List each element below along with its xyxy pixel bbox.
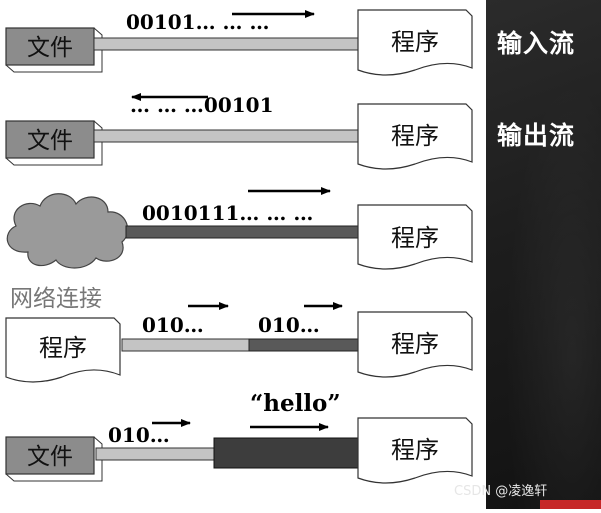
stream-diagram: 文件 00101… … … 程序 文件 … … …00101 程序 — [5, 9, 473, 484]
row-2: 文件 … … …00101 程序 — [5, 93, 473, 170]
stream-pipe — [125, 225, 359, 239]
corner-tab — [540, 500, 601, 509]
file-label: 文件 — [27, 444, 73, 470]
row-4: 程序 010… 010… 程序 — [5, 302, 473, 383]
file-box-shadow — [5, 27, 103, 73]
stream-pipe-segment-a — [95, 447, 215, 461]
file-label: 文件 — [27, 35, 73, 61]
program-label: 程序 — [391, 330, 439, 358]
side-panel — [486, 0, 601, 509]
bit-sequence: 010… — [108, 423, 170, 447]
file-box — [5, 436, 95, 475]
watermark: CSDN @凌逸轩 — [454, 484, 548, 499]
program-label: 程序 — [39, 334, 87, 362]
stream-pipe — [93, 37, 359, 51]
program-label: 程序 — [391, 122, 439, 150]
program-label: 程序 — [391, 224, 439, 252]
program-doc — [357, 204, 473, 270]
bit-sequence-b: 010… — [258, 313, 320, 337]
program-doc — [357, 103, 473, 170]
file-box-shadow — [5, 436, 103, 482]
file-box — [5, 120, 95, 159]
program-doc — [5, 317, 121, 383]
stream-pipe — [93, 129, 359, 143]
diagram-area: 文件 00101… … … 程序 文件 … … …00101 程序 — [5, 9, 473, 484]
program-label: 程序 — [391, 436, 439, 464]
network-caption: 网络连接 — [10, 286, 102, 312]
file-box-shadow — [5, 120, 103, 166]
bit-sequence: … … …00101 — [130, 93, 274, 117]
row-1: 文件 00101… … … 程序 — [5, 9, 473, 76]
stream-pipe-segment-b — [248, 338, 359, 352]
bit-sequence-a: 010… — [142, 313, 204, 337]
hello-text: “hello” — [250, 390, 341, 417]
file-label: 文件 — [27, 128, 73, 154]
program-label: 程序 — [391, 28, 439, 56]
file-box — [5, 27, 95, 66]
row-5: 文件 010… “hello” 程序 — [5, 390, 473, 484]
stream-pipe-segment-b — [213, 437, 359, 469]
program-doc — [357, 311, 473, 378]
program-doc — [357, 417, 473, 484]
cloud-icon — [6, 193, 129, 269]
stream-pipe-segment-a — [121, 338, 250, 352]
program-doc — [357, 9, 473, 76]
row-3: 网络连接 0010111… … … 程序 — [6, 187, 473, 312]
bit-sequence: 0010111… … … — [142, 201, 313, 225]
input-stream-label: 输入流 — [497, 29, 576, 58]
output-stream-label: 输出流 — [497, 121, 576, 150]
